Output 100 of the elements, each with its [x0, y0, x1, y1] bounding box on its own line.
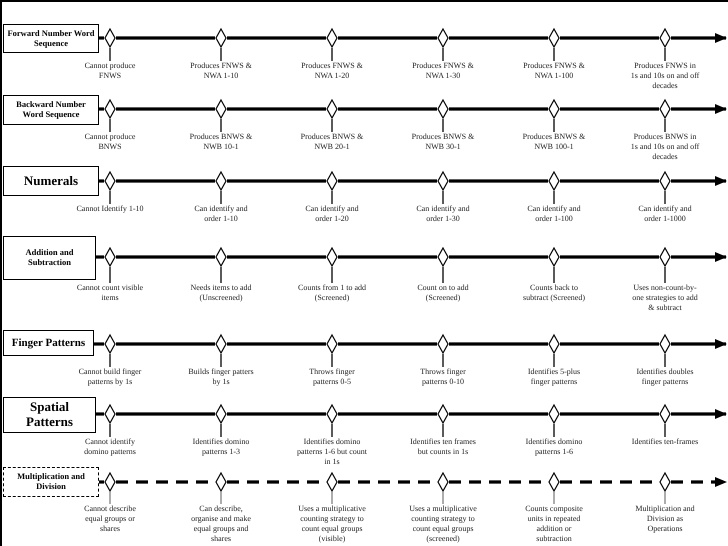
leader-line: [331, 492, 333, 504]
milestone-diamond: [326, 171, 338, 191]
leader-line: [220, 492, 222, 504]
milestone-diamond: [659, 472, 671, 492]
timeline-segment: [94, 342, 104, 346]
milestone-diamond: [215, 28, 227, 48]
milestone-text: Cannot count visible items: [75, 283, 145, 303]
timeline-segment: [449, 179, 548, 183]
leader-line: [109, 354, 111, 367]
milestone-diamond: [548, 472, 560, 492]
leader-line: [553, 191, 555, 204]
timeline-segment: [560, 36, 659, 40]
leader-line: [553, 48, 555, 61]
milestone-diamond: [215, 472, 227, 492]
leader-line: [553, 492, 555, 504]
leader-line: [109, 267, 111, 283]
timeline-segment: [227, 412, 326, 416]
timeline-segment: [227, 255, 326, 259]
leader-line: [220, 191, 222, 204]
timeline-segment: [338, 179, 437, 183]
leader-line: [109, 191, 111, 204]
timeline-segment: [449, 412, 548, 416]
milestone-diamond: [437, 28, 449, 48]
timeline-segment: [449, 107, 548, 111]
timeline-arrow: [671, 409, 727, 419]
timeline-segment: [560, 412, 659, 416]
milestone-diamond: [548, 99, 560, 119]
category-box: Numerals: [3, 166, 99, 196]
leader-line: [664, 119, 666, 132]
timeline-segment: [227, 179, 326, 183]
leader-line: [553, 267, 555, 283]
timeline-arrow: [671, 176, 727, 186]
leader-line: [664, 424, 666, 437]
timeline-segment: [99, 36, 104, 40]
timeline-segment: [338, 107, 437, 111]
milestone-diamond: [104, 404, 116, 424]
milestone-diamond: [215, 404, 227, 424]
category-box: Forward Number Word Sequence: [3, 24, 99, 53]
milestone-diamond: [437, 247, 449, 267]
timeline-segment: [227, 107, 326, 111]
milestone-diamond: [659, 171, 671, 191]
timeline-segment: [560, 179, 659, 183]
milestone-diamond: [215, 99, 227, 119]
leader-line: [109, 119, 111, 132]
timeline-segment: [338, 412, 437, 416]
leader-line: [331, 424, 333, 437]
milestone-text: Identifies domino patterns 1-6 but count in 1s: [297, 437, 367, 467]
timeline-segment: [227, 36, 326, 40]
milestone-text: Counts from 1 to add (Screened): [297, 283, 367, 303]
timeline-segment: [99, 179, 104, 183]
leader-line: [442, 119, 444, 132]
milestone-diamond: [104, 171, 116, 191]
leader-line: [442, 354, 444, 367]
milestone-diamond: [215, 171, 227, 191]
timeline-arrow: [671, 33, 727, 43]
timeline-segment: [449, 342, 548, 346]
milestone-diamond: [215, 334, 227, 354]
milestone-diamond: [104, 99, 116, 119]
milestone-diamond: [326, 247, 338, 267]
timeline-arrow: [671, 104, 727, 114]
milestone-diamond: [215, 247, 227, 267]
milestone-diamond: [659, 247, 671, 267]
milestone-diamond: [548, 171, 560, 191]
leader-line: [220, 48, 222, 61]
milestone-diamond: [659, 334, 671, 354]
leader-line: [442, 424, 444, 437]
milestone-diamond: [659, 28, 671, 48]
leader-line: [553, 119, 555, 132]
milestone-diamond: [326, 99, 338, 119]
leader-line: [664, 267, 666, 283]
milestone-diamond: [326, 28, 338, 48]
milestone-text: Identifies ten-frames: [630, 437, 700, 447]
milestone-diamond: [437, 472, 449, 492]
timeline-segment: [99, 480, 104, 484]
milestone-diamond: [326, 334, 338, 354]
timeline-segment: [449, 36, 548, 40]
leader-line: [220, 267, 222, 283]
timeline-segment: [560, 342, 659, 346]
leader-line: [109, 492, 111, 504]
leader-line: [442, 267, 444, 283]
milestone-text: Cannot Identify 1-10: [75, 204, 145, 214]
milestone-diamond: [104, 472, 116, 492]
leader-line: [220, 424, 222, 437]
leader-line: [331, 48, 333, 61]
milestone-diamond: [548, 247, 560, 267]
milestone-diamond: [437, 99, 449, 119]
milestone-text: Identifies ten frames but counts in 1s: [408, 437, 478, 457]
timeline-segment: [116, 255, 215, 259]
timeline-segment: [338, 36, 437, 40]
leader-line: [331, 354, 333, 367]
milestone-diamond: [104, 334, 116, 354]
milestone-diamond: [437, 334, 449, 354]
milestone-text: Builds finger patters by 1s: [186, 367, 256, 387]
leader-line: [664, 354, 666, 367]
milestone-diamond: [659, 99, 671, 119]
timeline-arrow: [671, 252, 727, 262]
timeline-segment: [96, 255, 104, 259]
milestone-text: Uses non-count-by-one strategies to add & subtract: [630, 283, 700, 313]
category-box: Multiplication and Division: [3, 467, 99, 497]
leader-line: [109, 424, 111, 437]
